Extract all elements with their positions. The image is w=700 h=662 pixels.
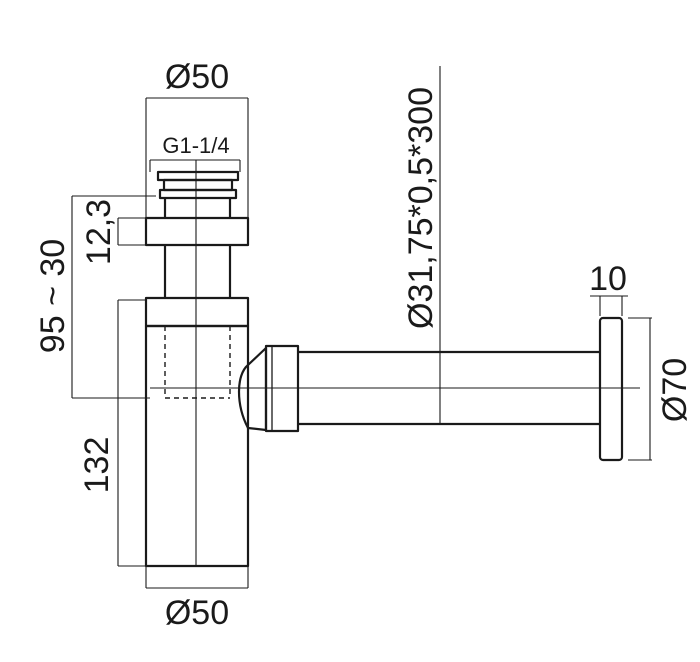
bottom-diameter-label: Ø50 <box>165 594 229 632</box>
trap-height-label: 132 <box>78 437 116 494</box>
flange-thickness-label: 10 <box>589 260 627 298</box>
trap-body <box>144 170 250 568</box>
dimension-labels: Ø50 G1-1/4 12,3 95 ~ 30 132 Ø50 Ø31,75*0… <box>34 58 694 632</box>
thread-label: G1-1/4 <box>162 133 229 158</box>
adjust-range-label: 95 ~ 30 <box>34 239 72 353</box>
top-diameter-label: Ø50 <box>165 58 229 96</box>
flange-diameter-label: Ø70 <box>656 358 694 422</box>
side-outlet <box>238 344 600 433</box>
pipe-spec-label: Ø31,75*0,5*300 <box>402 87 440 329</box>
dimension-lines <box>71 66 652 589</box>
wall-flange <box>598 316 624 462</box>
nut-height-label: 12,3 <box>80 199 118 265</box>
